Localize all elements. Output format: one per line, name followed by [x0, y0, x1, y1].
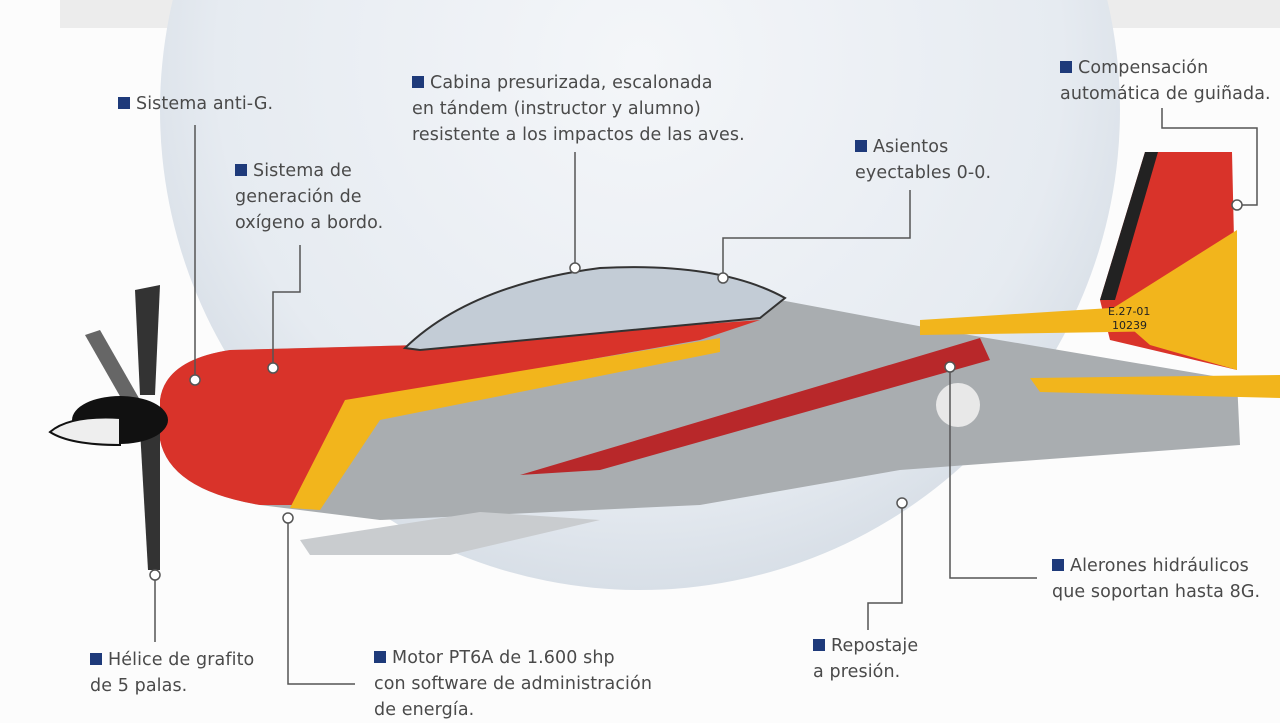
fuselage: [160, 297, 1280, 555]
leader-dots: [149, 199, 1243, 581]
tail-markings: E.27-01 10239: [1108, 305, 1150, 332]
callout-motor: Motor PT6A de 1.600 shp con software de …: [374, 648, 653, 720]
bullet-icon: [90, 653, 102, 665]
callout-anti-g: Sistema anti-G.: [118, 91, 273, 117]
bullet-icon: [1052, 559, 1064, 571]
callout-compensacion: Compensación automática de guiñada.: [1060, 58, 1271, 104]
bullet-icon: [235, 164, 247, 176]
leader-lines: [154, 108, 1258, 685]
callout-repostaje: Repostaje a presión.: [813, 636, 919, 682]
bullet-icon: [412, 76, 424, 88]
bullet-icon: [855, 140, 867, 152]
bullet-icon: [1060, 61, 1072, 73]
bullet-icon: [118, 97, 130, 109]
callout-cabina: Cabina presurizada, escalonada en tándem…: [412, 73, 745, 145]
callout-alerones: Alerones hidráulicos que soportan hasta …: [1052, 556, 1261, 602]
callout-helice: Hélice de grafito de 5 palas.: [90, 650, 255, 696]
propeller: [48, 285, 168, 570]
bullet-icon: [374, 651, 386, 663]
canopy: [402, 266, 787, 352]
tail-serial: 10239: [1112, 319, 1147, 332]
tail: [1100, 152, 1237, 370]
bullet-icon: [813, 639, 825, 651]
tail-code: E.27-01: [1108, 305, 1150, 318]
callout-asientos: Asientos eyectables 0-0.: [855, 137, 992, 183]
callout-oxigeno: Sistema de generación de oxígeno a bordo…: [235, 161, 384, 233]
